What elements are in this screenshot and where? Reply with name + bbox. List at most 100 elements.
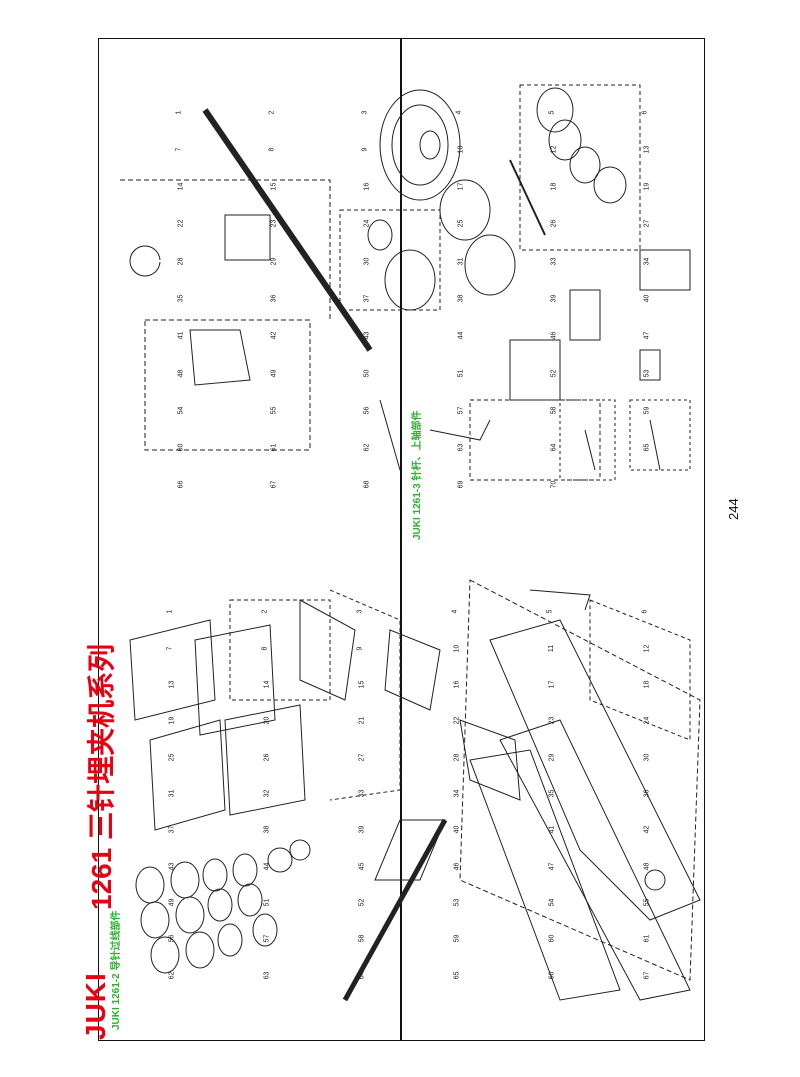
left-part-label: 31	[167, 789, 175, 798]
right-part-label: 55	[270, 406, 278, 415]
left-part-label: 49	[167, 898, 175, 907]
right-part-label: 52	[550, 369, 558, 377]
right-part-label: 25	[457, 220, 465, 228]
left-part-label: 48	[642, 862, 650, 871]
left-part-label: 35	[547, 789, 555, 798]
right-part-label: 50	[363, 369, 371, 377]
right-part-label: 3	[361, 110, 369, 115]
left-part-label: 66	[547, 971, 555, 980]
right-part-label: 2	[268, 110, 276, 115]
right-part-label: 61	[270, 443, 278, 452]
left-part-label: 11	[547, 644, 555, 652]
right-part-label: 9	[361, 147, 369, 152]
right-part-label: 38	[457, 294, 465, 303]
right-part-label: 60	[177, 443, 185, 452]
left-part-label: 3	[355, 609, 363, 614]
left-part-label: 38	[262, 825, 270, 834]
left-panel-frame	[98, 38, 401, 1041]
left-part-label: 16	[452, 680, 460, 689]
right-part-label: 12	[550, 145, 558, 154]
left-part-label: 32	[262, 789, 270, 798]
left-part-label: 41	[547, 825, 555, 834]
left-part-label: 28	[452, 753, 460, 762]
right-part-label: 39	[550, 294, 558, 303]
left-part-label: 56	[167, 935, 175, 943]
right-part-label: 16	[363, 182, 371, 191]
right-part-label: 36	[270, 294, 278, 303]
left-part-label: 4	[450, 609, 458, 614]
left-part-label: 34	[452, 789, 460, 798]
left-part-label: 12	[642, 644, 650, 652]
left-part-label: 30	[642, 753, 650, 762]
right-part-label: 63	[457, 443, 465, 452]
left-part-label: 51	[262, 898, 270, 907]
right-part-label: 51	[457, 369, 465, 377]
right-part-label: 54	[177, 406, 185, 415]
right-part-label: 34	[643, 257, 651, 266]
left-part-label: 26	[262, 753, 270, 762]
left-part-label: 58	[357, 935, 365, 943]
left-part-label: 8	[260, 646, 268, 650]
left-part-label: 42	[642, 825, 650, 834]
left-part-label: 64	[357, 971, 365, 980]
right-part-label: 5	[548, 110, 556, 115]
left-part-label: 67	[642, 971, 650, 980]
left-part-label: 1	[165, 609, 173, 614]
right-part-label: 66	[177, 480, 185, 489]
right-part-label: 49	[270, 369, 278, 377]
left-part-label: 55	[642, 898, 650, 907]
left-part-label: 9	[355, 646, 363, 650]
left-part-label: 27	[357, 753, 365, 762]
left-part-label: 25	[167, 753, 175, 762]
right-part-label: 48	[177, 369, 185, 377]
right-part-label: 17	[457, 182, 465, 191]
right-part-label: 47	[643, 331, 651, 340]
left-part-label: 20	[262, 716, 270, 725]
right-part-label: 6	[641, 110, 649, 115]
left-part-label: 44	[262, 862, 270, 871]
right-part-label: 22	[177, 220, 185, 228]
right-part-label: 69	[457, 480, 465, 489]
right-part-label: 42	[270, 331, 278, 340]
right-part-label: 28	[177, 257, 185, 266]
left-part-label: 24	[642, 716, 650, 725]
right-part-label: 23	[270, 220, 278, 228]
right-part-label: 62	[363, 443, 371, 452]
right-part-label: 70	[550, 480, 558, 489]
left-part-label: 53	[452, 898, 460, 907]
left-part-label: 7	[165, 646, 173, 650]
right-part-label: 27	[643, 220, 651, 228]
left-part-label: 14	[262, 680, 270, 689]
right-part-label: 33	[550, 257, 558, 266]
right-part-label: 59	[643, 406, 651, 415]
right-part-label: 14	[177, 182, 185, 191]
left-part-label: 10	[452, 644, 460, 652]
left-part-label: 63	[262, 971, 270, 980]
left-part-label: 18	[642, 680, 650, 689]
left-part-label: 54	[547, 898, 555, 907]
right-part-label: 65	[643, 443, 651, 452]
left-part-label: 33	[357, 789, 365, 798]
right-part-label: 43	[363, 331, 371, 340]
left-part-label: 19	[167, 716, 175, 725]
right-part-label: 41	[177, 331, 185, 340]
left-part-label: 62	[167, 971, 175, 980]
right-part-label: 13	[643, 145, 651, 154]
right-panel-frame	[401, 38, 705, 1041]
left-part-label: 29	[547, 753, 555, 762]
right-part-label: 64	[550, 443, 558, 452]
left-part-label: 57	[262, 935, 270, 943]
left-part-label: 37	[167, 825, 175, 834]
right-part-label: 24	[363, 220, 371, 228]
left-part-label: 43	[167, 862, 175, 871]
left-part-label: 40	[452, 825, 460, 834]
right-part-label: 53	[643, 369, 651, 377]
left-part-label: 13	[167, 680, 175, 689]
right-part-label: 4	[455, 110, 463, 115]
left-part-label: 52	[357, 898, 365, 907]
left-part-label: 46	[452, 862, 460, 871]
right-part-label: 18	[550, 182, 558, 191]
left-part-label: 39	[357, 825, 365, 834]
